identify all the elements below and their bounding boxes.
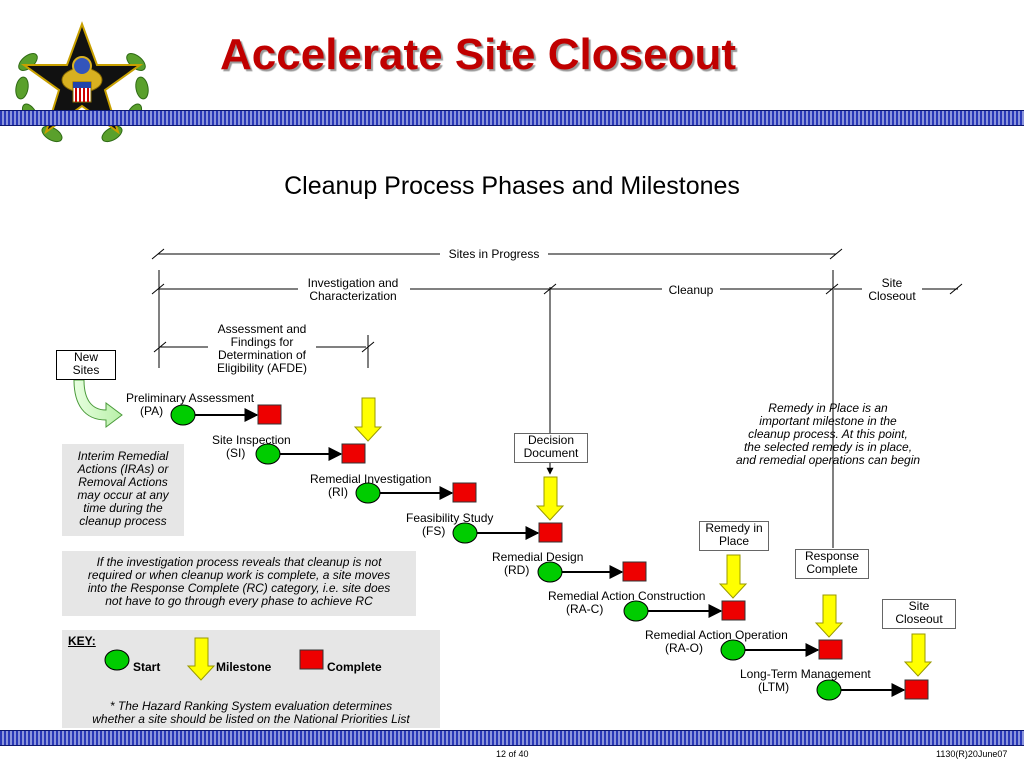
phase-row-rac xyxy=(623,600,746,622)
complete-square xyxy=(257,404,282,425)
milestone-arrow-remedy xyxy=(718,554,748,599)
milestone-arrow-response xyxy=(814,594,844,638)
header-stripe xyxy=(0,110,1024,126)
milestone-arrow-si xyxy=(353,397,383,442)
milestone-decision-document: Decision Document xyxy=(514,433,588,463)
bracket-phases xyxy=(151,283,963,295)
note-hrs: * The Hazard Ranking System evaluation d… xyxy=(92,699,410,726)
note-response-complete: If the investigation process reveals tha… xyxy=(62,551,416,616)
army-emblem-logo xyxy=(15,21,149,143)
bracket-sites-in-progress xyxy=(151,248,843,260)
milestone-arrow-closeout xyxy=(903,633,933,677)
document-code: 1130(R)20June07 xyxy=(936,749,1008,759)
phase-row-pa xyxy=(170,404,282,426)
phase-label-si: Site Inspection (SI) xyxy=(212,433,291,460)
phase-label-rao: Remedial Action Operation (RA-O) xyxy=(645,628,788,655)
new-sites-box: New Sites xyxy=(56,350,116,380)
complete-square xyxy=(818,639,843,660)
label-site-closeout-phase: Site Closeout xyxy=(868,276,916,303)
label-sites-in-progress: Sites in Progress xyxy=(448,247,540,261)
phase-row-fs xyxy=(452,522,563,544)
complete-square xyxy=(341,443,366,464)
complete-square xyxy=(721,600,746,621)
complete-square xyxy=(538,522,563,543)
note-remedy-in-place: Remedy in Place is an important mileston… xyxy=(735,401,921,467)
page-number: 12 of 40 xyxy=(496,749,529,759)
diagram-subtitle: Cleanup Process Phases and Milestones xyxy=(284,172,740,200)
phase-row-rd xyxy=(537,561,647,583)
key-title: KEY: xyxy=(68,634,96,648)
key-complete-label: Complete xyxy=(327,660,382,674)
key-symbols xyxy=(104,637,324,681)
phase-label-ltm: Long-Term Management (LTM) xyxy=(740,667,871,694)
complete-square xyxy=(622,561,647,582)
note-ira: Interim Remedial Actions (IRAs) or Remov… xyxy=(62,444,184,536)
label-afde: Assessment and Findings for Determinatio… xyxy=(216,322,307,375)
phase-label-rd: Remedial Design (RD) xyxy=(492,550,584,577)
vertical-connectors xyxy=(158,270,834,548)
key-start-label: Start xyxy=(133,660,161,674)
phase-row-ri xyxy=(355,482,477,504)
phase-label-rac: Remedial Action Construction (RA-C) xyxy=(548,589,706,616)
key-panel xyxy=(62,630,440,728)
phase-row-si xyxy=(255,443,366,465)
footer-stripe xyxy=(0,730,1024,746)
new-sites-arrow xyxy=(73,379,123,428)
phase-label-ri: Remedial Investigation (RI) xyxy=(310,472,432,499)
label-investigation: Investigation and Characterization xyxy=(307,276,399,303)
milestone-arrow-decision xyxy=(535,476,565,521)
phase-row-ltm xyxy=(816,679,929,701)
milestone-response-complete: Response Complete xyxy=(795,549,869,579)
milestone-site-closeout: Site Closeout xyxy=(882,599,956,629)
milestone-remedy-in-place: Remedy in Place xyxy=(699,521,769,551)
complete-square xyxy=(904,679,929,700)
key-milestone-label: Milestone xyxy=(216,660,272,674)
phase-label-fs: Feasibility Study (FS) xyxy=(406,511,494,538)
complete-square xyxy=(452,482,477,503)
phase-label-pa: Preliminary Assessment (PA) xyxy=(126,391,255,418)
phase-row-rao xyxy=(720,639,843,661)
label-cleanup: Cleanup xyxy=(668,283,714,297)
page-title: Accelerate Site Closeout xyxy=(220,30,736,79)
